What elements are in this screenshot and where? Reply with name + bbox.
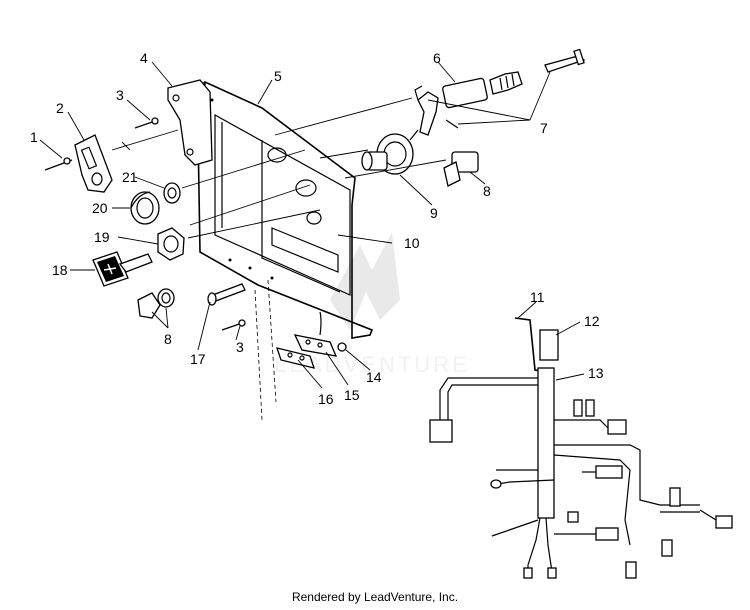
choke-cable-6 — [442, 71, 523, 109]
pin-7 — [445, 48, 586, 129]
label-7: 7 — [540, 120, 548, 136]
render-credit: Rendered by LeadVenture, Inc. — [291, 590, 459, 604]
label-15: 15 — [344, 387, 360, 403]
wiring-harness-13 — [429, 317, 733, 579]
screw-3-top — [134, 117, 159, 129]
reference-lines — [254, 279, 277, 421]
label-11: 11 — [530, 289, 545, 305]
label-16: 16 — [318, 391, 334, 407]
screw-1 — [44, 157, 73, 171]
label-3-lower: 3 — [236, 339, 244, 355]
part-leaders — [111, 97, 447, 239]
label-12: 12 — [584, 313, 600, 329]
nut-19 — [157, 227, 185, 261]
label-8-upper: 8 — [483, 183, 491, 199]
nut-14 — [337, 342, 347, 352]
label-17: 17 — [190, 351, 206, 367]
part-labels: 1 2 3 4 5 6 7 8 9 10 11 12 13 14 15 16 3… — [30, 50, 604, 407]
bracket-4 — [167, 79, 214, 166]
label-8-lower: 8 — [164, 331, 172, 347]
knob-20 — [130, 191, 160, 225]
clip-7 — [414, 85, 439, 136]
toggle-nut-8-lower — [137, 288, 175, 319]
control-panel-5 — [182, 81, 374, 339]
label-6: 6 — [433, 50, 441, 66]
toggle-switch-8-upper — [443, 151, 479, 187]
label-18: 18 — [52, 262, 68, 278]
label-19: 19 — [94, 229, 110, 245]
label-10: 10 — [404, 235, 420, 251]
label-4: 4 — [140, 50, 148, 66]
label-2: 2 — [56, 100, 64, 116]
label-1: 1 — [30, 129, 38, 145]
terminal-block-15 — [293, 311, 338, 357]
bolt-17 — [207, 283, 246, 306]
screw-3-lower — [221, 319, 246, 331]
choke-lever-2 — [74, 134, 113, 193]
label-5: 5 — [274, 68, 282, 84]
label-20: 20 — [92, 200, 108, 216]
ignition-switch-9 — [361, 129, 419, 175]
label-14: 14 — [366, 369, 382, 385]
washer-21 — [163, 182, 181, 204]
key-plate-18 — [92, 251, 153, 287]
watermark-logo: LEADVENTURE — [274, 232, 467, 377]
label-13: 13 — [588, 365, 604, 381]
label-9: 9 — [430, 205, 438, 221]
label-21: 21 — [122, 169, 138, 185]
terminal-strip-16 — [276, 347, 315, 369]
label-3-top: 3 — [116, 87, 124, 103]
label-leaders — [39, 61, 585, 389]
